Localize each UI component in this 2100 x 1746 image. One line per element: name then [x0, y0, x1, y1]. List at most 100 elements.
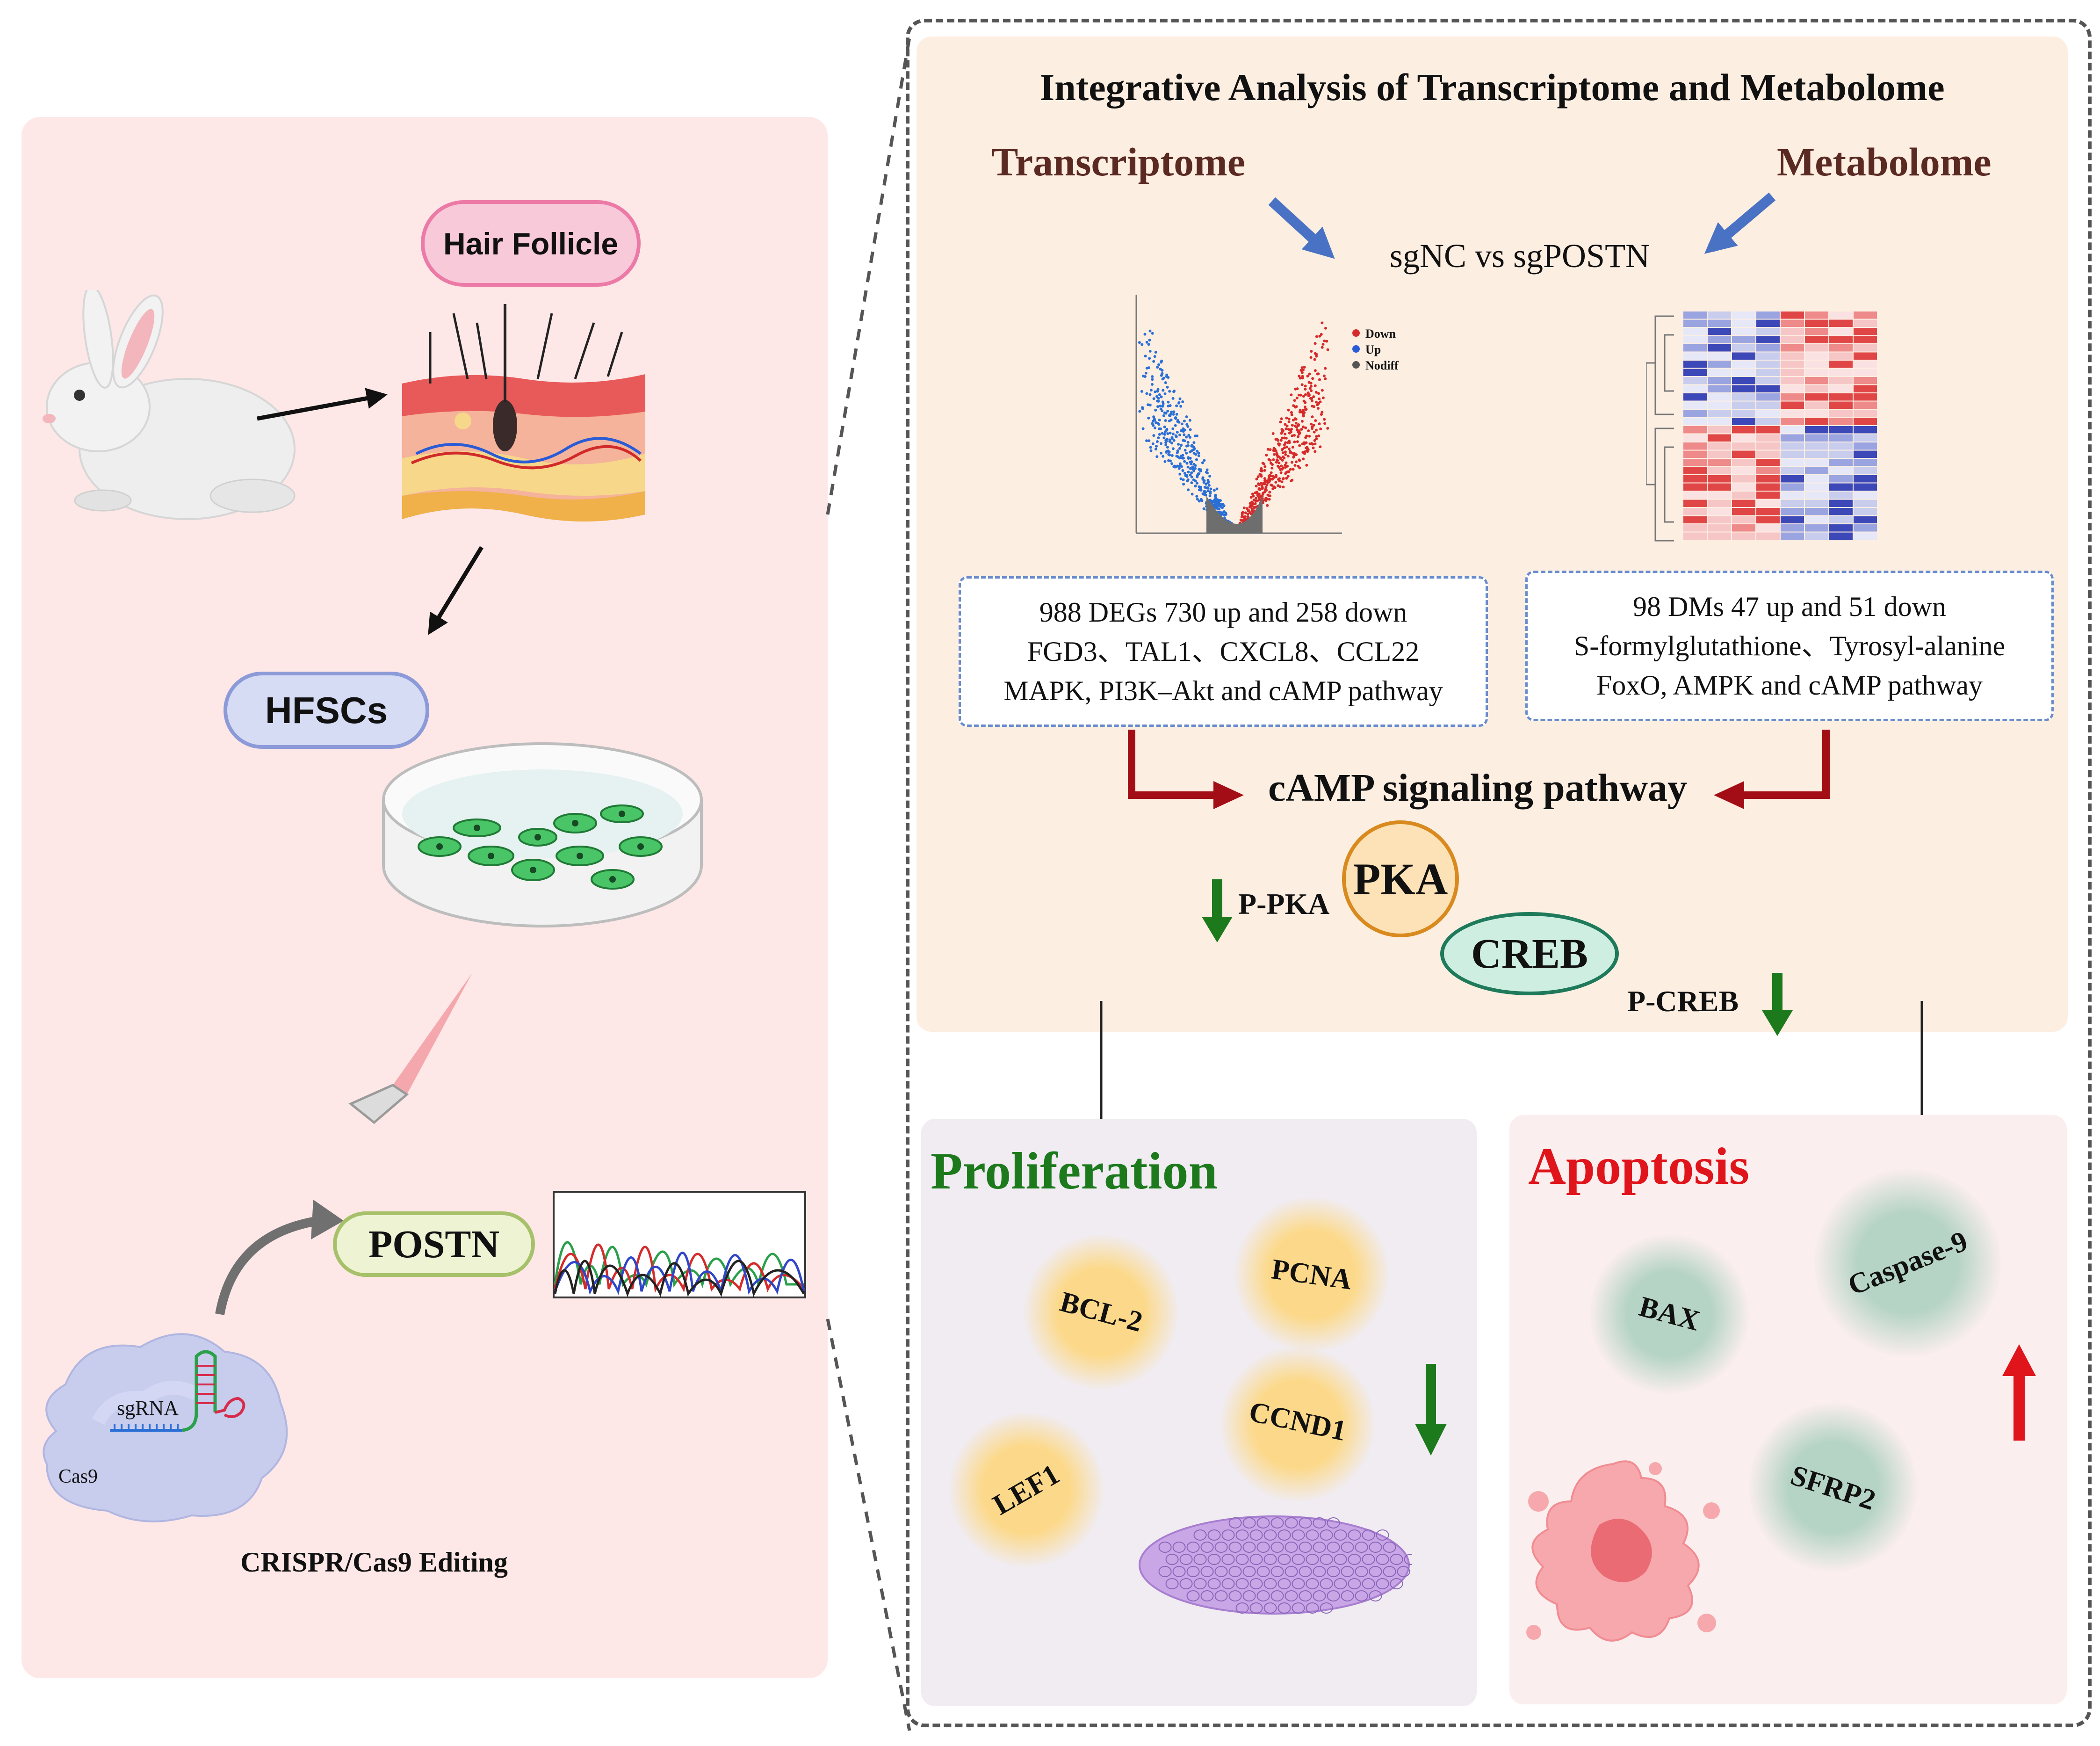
volcano-point [1308, 372, 1311, 376]
volcano-point [1151, 378, 1154, 381]
heatmap-cell [1708, 492, 1731, 499]
heatmap-cell [1781, 467, 1804, 474]
zoom-connector-lines [826, 37, 911, 1731]
heatmap-cell [1854, 467, 1877, 474]
hfscs-label: HFSCs [265, 689, 388, 731]
monolayer-cell [1228, 1566, 1242, 1577]
proliferation-title: Proliferation [931, 1142, 1218, 1200]
heatmap-cell [1805, 418, 1828, 425]
monolayer-cell [1320, 1529, 1333, 1541]
heatmap-cell [1805, 393, 1828, 401]
monolayer-cell [1235, 1554, 1249, 1565]
volcano-point [1286, 455, 1290, 458]
volcano-point [1185, 415, 1188, 418]
monolayer-cell [1228, 1517, 1242, 1529]
volcano-point [1300, 366, 1304, 369]
volcano-point [1160, 395, 1163, 398]
volcano-point [1169, 404, 1172, 407]
volcano-point [1309, 356, 1313, 359]
monolayer-cell [1306, 1529, 1319, 1541]
apoptosis-title: Apoptosis [1528, 1137, 1750, 1195]
volcano-point [1214, 493, 1217, 497]
heatmap-cell [1829, 377, 1853, 384]
heatmap-cell [1683, 524, 1707, 532]
volcano-point [1311, 427, 1314, 430]
volcano-point [1319, 445, 1322, 449]
monolayer-cell [1320, 1578, 1333, 1589]
heatmap-cell [1732, 442, 1755, 450]
volcano-point [1306, 375, 1309, 378]
volcano-point [1280, 464, 1283, 468]
heatmap-cell [1683, 442, 1707, 450]
heatmap-cell [1683, 344, 1707, 352]
volcano-point [1293, 399, 1296, 402]
volcano-point [1315, 435, 1318, 438]
heatmap-cell [1781, 450, 1804, 458]
volcano-point [1181, 469, 1184, 472]
heatmap-cell [1829, 500, 1853, 507]
monolayer-cell [1334, 1578, 1347, 1589]
volcano-point [1304, 426, 1307, 429]
volcano-point [1241, 513, 1244, 516]
monolayer-cell [1179, 1578, 1193, 1589]
monolayer-cell [1362, 1554, 1375, 1565]
volcano-point [1322, 374, 1326, 377]
volcano-point [1206, 481, 1210, 484]
monolayer-cell [1327, 1542, 1340, 1553]
volcano-point [1251, 493, 1254, 496]
monolayer-cell [1165, 1578, 1179, 1589]
monolayer-cell [1242, 1590, 1256, 1601]
heatmap-cell [1805, 483, 1828, 491]
monolayer-cell [1327, 1566, 1340, 1577]
heatmap-cell [1781, 500, 1804, 507]
heatmap-cell [1781, 369, 1804, 376]
volcano-point [1311, 415, 1314, 419]
heatmap-cell [1781, 393, 1804, 401]
volcano-point [1185, 451, 1188, 455]
volcano-point [1269, 478, 1271, 481]
heatmap-cell [1732, 328, 1755, 335]
heatmap-cell [1683, 336, 1707, 343]
volcano-point [1249, 506, 1253, 509]
heatmap-cell [1756, 492, 1780, 499]
volcano-point [1304, 406, 1306, 409]
heatmap-cell [1756, 500, 1780, 507]
monolayer-cell [1313, 1542, 1326, 1553]
metabolome-label: Metabolome [1777, 139, 1992, 184]
volcano-point [1195, 482, 1198, 485]
monolayer-cell [1228, 1590, 1242, 1601]
heatmap-cell [1854, 377, 1877, 384]
heatmap-cell [1829, 369, 1853, 376]
heatmap-cell [1854, 442, 1877, 450]
heatmap-cell [1781, 475, 1804, 483]
volcano-point [1175, 435, 1178, 438]
heatmap-cell [1756, 467, 1780, 474]
volcano-point [1303, 441, 1306, 444]
monolayer-cell [1376, 1554, 1389, 1565]
heatmap-cell [1708, 459, 1731, 466]
heatmap-cell [1732, 524, 1755, 532]
volcano-point [1240, 515, 1243, 519]
heatmap-cell [1756, 369, 1780, 376]
volcano-point [1307, 429, 1310, 432]
heatmap-cell [1854, 319, 1877, 327]
volcano-point [1156, 405, 1159, 408]
volcano-point [1284, 464, 1287, 467]
volcano-point [1271, 478, 1274, 481]
volcano-point [1156, 440, 1159, 443]
volcano-point [1280, 480, 1284, 484]
volcano-point [1185, 435, 1188, 439]
heatmap-cell [1829, 516, 1853, 523]
heatmap-cell [1829, 475, 1853, 483]
volcano-point [1249, 512, 1253, 515]
creb-label: CREB [1471, 930, 1588, 977]
volcano-point [1151, 332, 1154, 335]
volcano-point [1291, 424, 1294, 427]
cell-monolayer-icon [1139, 1515, 1412, 1615]
heatmap-cell [1708, 426, 1731, 434]
apoptotic-cell-icon [1526, 1460, 1720, 1642]
volcano-point [1303, 452, 1306, 455]
heatmap-cell [1805, 500, 1828, 507]
monolayer-cell [1200, 1590, 1214, 1601]
heatmap-cell [1708, 508, 1731, 515]
